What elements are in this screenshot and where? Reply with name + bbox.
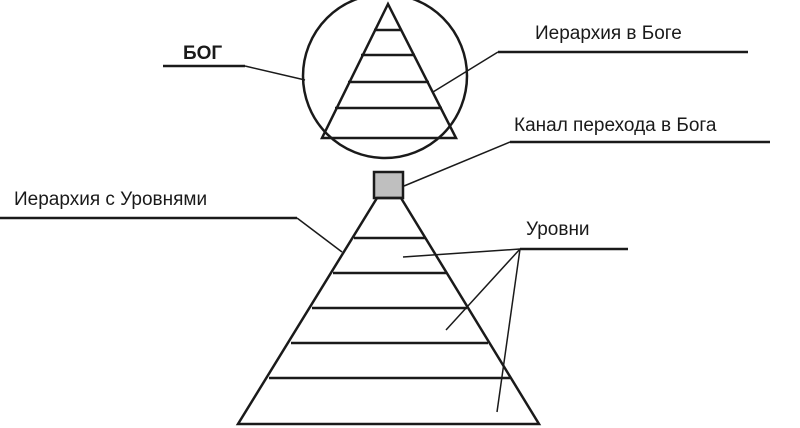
levels-leader-line-1: [403, 249, 520, 257]
levels-label: Уровни: [526, 219, 590, 240]
transition-channel-box: [374, 172, 403, 198]
god-circle: [303, 0, 467, 158]
levels-leader-line-3: [497, 249, 520, 412]
transition-channel-leader-line: [404, 142, 510, 186]
hierarchy-with-levels-label: Иерархия с Уровнями: [14, 189, 208, 210]
hierarchy-with-levels-leader-line: [297, 218, 342, 252]
god-label: БОГ: [183, 43, 223, 64]
god-leader-line: [245, 66, 305, 80]
hierarchy-in-god-leader-line: [433, 52, 498, 92]
levels-pyramid: [238, 198, 539, 424]
levels-leader-line-2: [446, 249, 520, 330]
pyramid-outline: [238, 198, 539, 424]
god-sphere: [303, 0, 467, 158]
hierarchy-in-god-label: Иерархия в Боге: [535, 23, 682, 44]
inner-hierarchy-triangle: [322, 4, 456, 138]
transition-channel-label: Канал перехода в Бога: [514, 115, 717, 136]
